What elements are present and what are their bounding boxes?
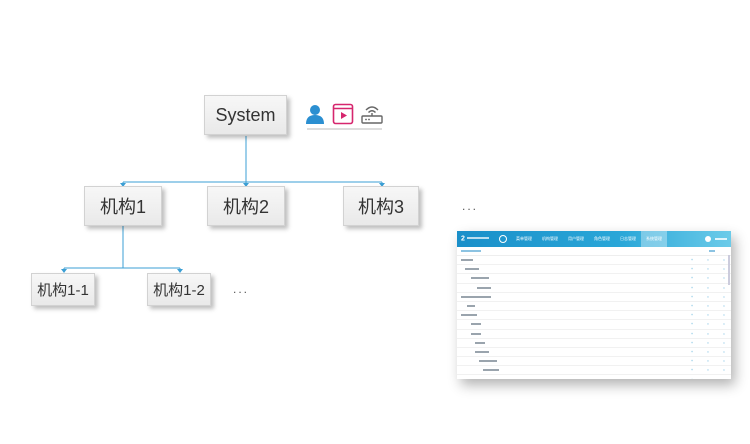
screenshot-row-action-icon: ▪ — [707, 258, 709, 263]
screenshot-tab-active: 系统管理 — [641, 231, 667, 247]
level1-node-label: 机构2 — [222, 197, 269, 217]
screenshot-row-action-icon: + — [691, 258, 694, 263]
screenshot-row-action-icon: + — [691, 304, 694, 309]
screenshot-row-action-icon: ▪ — [707, 294, 709, 299]
screenshot-row-action-icon: + — [691, 340, 694, 345]
screenshot-table-row: + ▪ ○ — [457, 274, 731, 284]
router-icon — [361, 106, 383, 124]
screenshot-table-row: + ▪ ○ — [457, 265, 731, 275]
screenshot-tab: 用户管理 — [568, 236, 584, 241]
level1-node-label: 机构3 — [357, 197, 404, 217]
level2-node-1: 机构1-1 — [31, 273, 95, 306]
level2-node-2: 机构1-2 — [147, 273, 211, 306]
screenshot-row-action-icon: ▪ — [707, 331, 709, 336]
screenshot-row-action-icon: ○ — [722, 322, 725, 327]
level1-node-label: 机构1 — [99, 197, 146, 217]
screenshot-row-action-icon: ○ — [722, 313, 725, 318]
screenshot-row-action-icon: ○ — [722, 340, 725, 345]
screenshot-row-action-icon: ○ — [722, 285, 725, 290]
screenshot-row-action-icon: ○ — [722, 276, 725, 281]
screenshot-logo: 2 — [457, 234, 499, 244]
screenshot-row-action-icon: ▪ — [707, 285, 709, 290]
user-icon — [306, 105, 324, 124]
screenshot-row-action-icon: ○ — [722, 349, 725, 354]
root-node-label: System — [215, 104, 276, 125]
screenshot-table-row: + ▪ ○ — [457, 357, 731, 367]
screenshot-tab: 日志管理 — [620, 236, 636, 241]
screenshot-row-action-icon: ▪ — [707, 313, 709, 318]
screenshot-row-action-icon: ▪ — [707, 267, 709, 272]
screenshot-row-action-icon: + — [691, 285, 694, 290]
root-icons — [305, 103, 385, 127]
screenshot-row-action-icon: + — [691, 276, 694, 281]
screenshot-tab: 机构管理 — [542, 236, 558, 241]
svg-text:2: 2 — [461, 236, 465, 243]
screenshot-row-action-icon: + — [691, 349, 694, 354]
screenshot-row-action-icon: + — [691, 368, 694, 373]
system-screenshot: 2 菜单管理 机构管理 用户管理 角色管理 日志管理 系统管理 + ▪ ○ + ▪ ○ + ▪… — [457, 231, 731, 379]
screenshot-row-action-icon: + — [691, 313, 694, 318]
level2-node-label: 机构1-1 — [37, 282, 89, 299]
screenshot-row-action-icon: ○ — [722, 359, 725, 364]
screenshot-user-avatar — [705, 236, 711, 242]
screenshot-row-action-icon: ▪ — [707, 304, 709, 309]
screenshot-table-row: + ▪ ○ — [457, 284, 731, 293]
screenshot-row-action-icon: ▪ — [707, 340, 709, 345]
screenshot-table-rows: +▪○+▪○+▪○+▪○+▪○+▪○+▪○+▪○+▪○+▪○+▪○+▪○+▪○+… — [457, 256, 731, 379]
screenshot-table-row: + ▪ ○ — [457, 348, 731, 358]
screenshot-home-icon — [499, 235, 507, 243]
screenshot-row-action-icon: ▪ — [707, 349, 709, 354]
level2-node-label: 机构1-2 — [153, 282, 205, 299]
screenshot-tab: 角色管理 — [594, 236, 610, 241]
screenshot-row-action-icon: ○ — [723, 378, 725, 379]
screenshot-row-action-icon: ○ — [722, 304, 725, 309]
screenshot-row-action-icon: + — [691, 331, 694, 336]
screenshot-row-action-icon: ▪ — [707, 322, 709, 327]
screenshot-table-row: + ▪ ○ — [457, 320, 731, 330]
screenshot-scrollbar — [728, 255, 730, 285]
screenshot-table-row: + ▪ ○ — [457, 302, 731, 312]
screenshot-navbar: 2 菜单管理 机构管理 用户管理 角色管理 日志管理 系统管理 — [457, 231, 731, 247]
level1-ellipsis: ... — [462, 199, 479, 213]
screenshot-row-action-icon: ○ — [722, 294, 725, 299]
level1-node-2: 机构2 — [207, 186, 285, 226]
screenshot-table-row: + ▪ ○ — [457, 366, 731, 376]
level2-ellipsis: ... — [233, 282, 250, 296]
video-icon — [332, 103, 354, 125]
screenshot-table-header — [457, 247, 731, 256]
screenshot-table-row: + ▪ ○ — [457, 293, 731, 302]
screenshot-row-action-icon: ○ — [722, 368, 725, 373]
screenshot-row-action-icon: + — [691, 322, 694, 327]
root-node: System — [204, 95, 287, 135]
screenshot-row-action-icon: + — [691, 359, 694, 364]
screenshot-row-action-icon: ▪ — [707, 378, 708, 379]
screenshot-table-row: + ▪ ○ — [457, 330, 731, 339]
level1-node-1: 机构1 — [84, 186, 162, 226]
screenshot-row-action-icon: + — [691, 294, 694, 299]
screenshot-row-action-icon: ○ — [722, 331, 725, 336]
screenshot-row-action-icon: ○ — [722, 258, 725, 263]
screenshot-row-action-icon: ▪ — [707, 276, 709, 281]
screenshot-row-action-icon: ○ — [722, 267, 725, 272]
level1-node-3: 机构3 — [343, 186, 419, 226]
screenshot-table-row: + ▪ ○ — [457, 339, 731, 348]
screenshot-row-action-icon: + — [691, 267, 694, 272]
screenshot-row-action-icon: ▪ — [707, 359, 709, 364]
screenshot-row-action-icon: + — [691, 378, 693, 379]
screenshot-row-action-icon: ▪ — [707, 368, 709, 373]
screenshot-table-row: + ▪ ○ — [457, 311, 731, 321]
screenshot-table-row: + ▪ ○ — [457, 256, 731, 266]
screenshot-user-name — [715, 238, 727, 240]
screenshot-table-row: + ▪ ○ — [457, 375, 731, 379]
screenshot-tab: 菜单管理 — [516, 236, 532, 241]
